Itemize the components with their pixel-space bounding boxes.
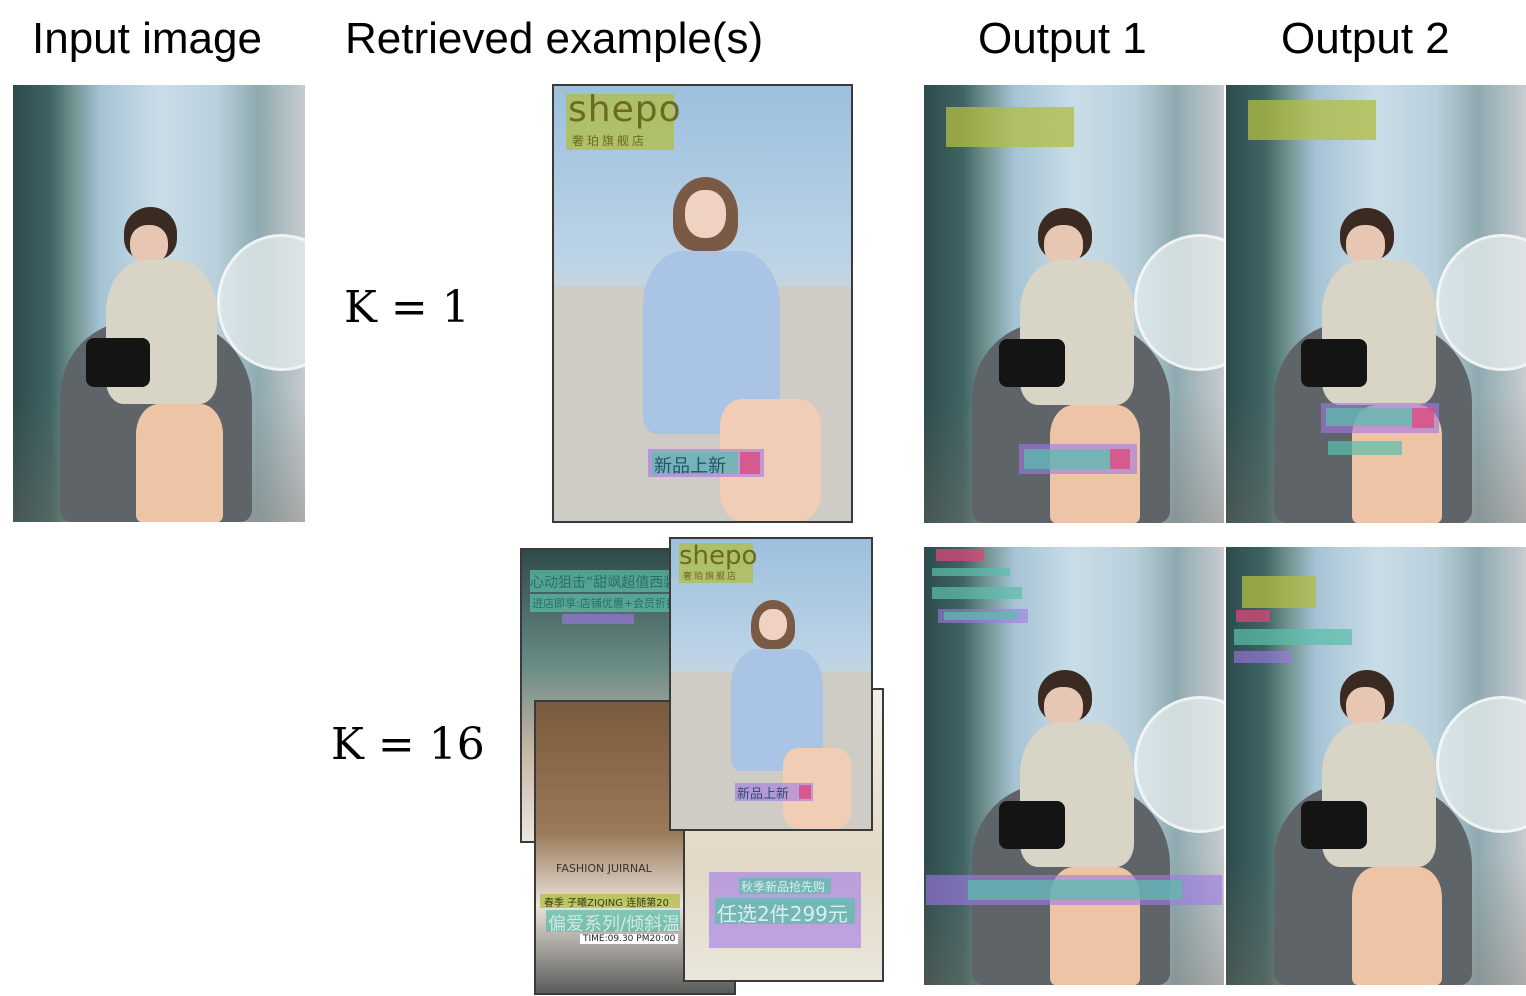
logo-box <box>946 107 1074 147</box>
text-box <box>546 910 680 932</box>
text-box <box>1328 441 1402 455</box>
input-image <box>13 85 305 522</box>
output1-k16 <box>924 547 1224 985</box>
text-box <box>944 612 1018 620</box>
tag-text: 新品上新 <box>654 456 726 477</box>
text-box <box>932 587 1022 599</box>
embellishment-box <box>1236 610 1270 622</box>
collage-subline: 进店即享:店铺优惠+会员折扣 <box>532 597 677 610</box>
output2-k16 <box>1226 547 1526 985</box>
watermark-text: shepo <box>568 89 682 130</box>
k-label-16: K = 16 <box>331 719 485 770</box>
underlay-box <box>562 614 634 624</box>
embellishment-box <box>936 549 984 561</box>
embellishment-box <box>799 785 811 799</box>
underlay-box <box>1234 651 1292 663</box>
collage-small-text: 春季 子曦ZIQING 连随第20 <box>544 898 669 909</box>
text-box <box>1326 408 1412 426</box>
watermark-text: shepo <box>679 541 758 571</box>
text-box <box>968 880 1182 900</box>
text-box <box>739 878 831 894</box>
underlay-box <box>735 783 813 801</box>
watermark-subtext: 奢珀旗舰店 <box>683 572 739 582</box>
logo-box <box>1242 576 1316 608</box>
output1-k1 <box>924 85 1224 523</box>
collage-promo-top: 秋季新品抢先购 <box>741 880 826 894</box>
text-box <box>652 452 738 474</box>
collage-time-text: TIME:09.30 PM20:00 <box>580 934 679 944</box>
retrieved-example-k1: shepo 奢珀旗舰店 新品上新 <box>552 84 853 523</box>
header-retrieved-examples: Retrieved example(s) <box>345 14 764 63</box>
text-box <box>932 568 1010 576</box>
collage-promo: 任选2件299元 <box>717 902 848 926</box>
collage-news-text: FASHION JUIRNAL <box>556 862 652 875</box>
logo-box <box>540 894 680 908</box>
k-label-1: K = 1 <box>344 282 470 333</box>
header-input-image: Input image <box>32 14 262 63</box>
watermark-subtext: 奢珀旗舰店 <box>572 134 648 148</box>
tag-text: 新品上新 <box>737 787 790 802</box>
text-box <box>715 898 855 924</box>
embellishment-box <box>1110 449 1130 469</box>
text-box <box>530 570 676 592</box>
retrieved-collage-front: shepo 奢珀旗舰店 新品上新 <box>669 537 873 831</box>
collage-headline: 心动狙击“甜飒超值西装 <box>530 575 678 591</box>
logo-box <box>679 543 753 583</box>
text-box <box>1234 629 1352 645</box>
header-output-1: Output 1 <box>978 14 1147 63</box>
output2-k1 <box>1226 85 1526 523</box>
collage-series-text: 偏爱系列/倾斜温 <box>548 914 681 935</box>
embellishment-box <box>1412 408 1434 428</box>
text-box <box>1024 449 1110 469</box>
logo-box <box>566 94 674 150</box>
text-box <box>530 594 670 612</box>
logo-box <box>1248 100 1376 140</box>
header-output-2: Output 2 <box>1281 14 1450 63</box>
embellishment-box <box>740 452 760 474</box>
